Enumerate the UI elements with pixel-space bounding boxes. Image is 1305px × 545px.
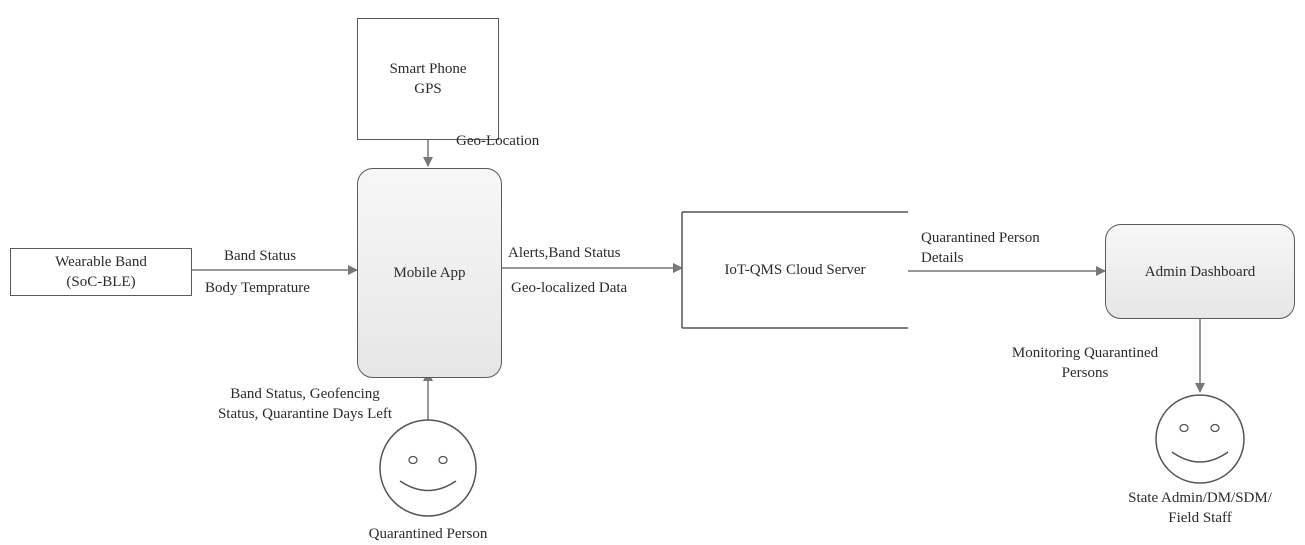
state-admin-label: State Admin/DM/SDM/ Field Staff — [1128, 490, 1272, 526]
smartphone-gps-node: Smart Phone GPS — [357, 18, 499, 140]
person-details-label: Quarantined Person Details — [921, 230, 1040, 266]
admin-face-icon — [1155, 394, 1245, 484]
band-status-label: Band Status — [224, 248, 297, 264]
mobile-app-label: Mobile App — [393, 265, 466, 281]
geo-location-label: Geo-Location — [456, 133, 540, 149]
admin-dashboard-label: Admin Dashboard — [1144, 263, 1256, 280]
cloud-server-node: IoT-QMS Cloud Server — [684, 214, 906, 326]
admin-dashboard-node: Admin Dashboard — [1105, 224, 1295, 319]
band-geofencing-label: Band Status, Geofencing Status, Quaranti… — [217, 386, 393, 422]
quarantined-person-label: Quarantined Person — [368, 526, 488, 542]
cloud-server-box — [681, 211, 908, 329]
body-temperature-label: Body Temprature — [205, 280, 310, 296]
mobile-app-node: Mobile App — [357, 168, 502, 378]
smartphone-gps-label: Smart Phone GPS — [389, 61, 467, 97]
cloud-server-label: IoT-QMS Cloud Server — [724, 262, 866, 278]
wearable-band-label: Wearable Band (SoC-BLE) — [55, 254, 147, 290]
wearable-band-node: Wearable Band (SoC-BLE) — [10, 248, 192, 296]
monitoring-label: Monitoring Quarantined Persons — [1011, 345, 1159, 381]
alerts-band-status-label: Alerts,Band Status — [508, 245, 621, 261]
geo-localized-data-label: Geo-localized Data — [511, 280, 628, 296]
person-face-icon — [379, 419, 477, 517]
